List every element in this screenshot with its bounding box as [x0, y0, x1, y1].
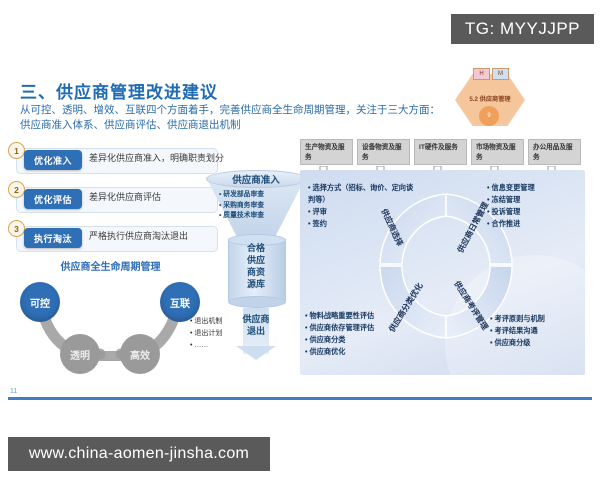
badge-label: 5.2 供应商管理 — [469, 96, 511, 103]
category-box: 办公用品及服务 — [528, 139, 581, 165]
funnel-exit-bullets: 退出机制 退出计划 …… — [190, 316, 222, 352]
item-tag: 执行淘汰 — [24, 228, 82, 248]
funnel-pool-label: 合格 供应 商资 源库 — [228, 242, 284, 291]
badge-tab-m: M — [492, 68, 509, 80]
lifecycle-title: 供应商全生命周期管理 — [60, 262, 161, 273]
category-box: 设备物资及服务 — [357, 139, 410, 165]
badge-dot: 9 — [479, 106, 499, 126]
page-subtitle: 从可控、透明、增效、互联四个方面着手，完善供应商全生命周期管理，关注于三大方面：… — [20, 104, 440, 132]
bullet: 供应商分类 — [305, 334, 430, 346]
bullet: 物料战略重要性评估 — [305, 310, 430, 322]
funnel-exit-arrow-head — [236, 346, 276, 360]
bullet: 供应商优化 — [305, 346, 430, 358]
bullet: 信息变更管理 — [487, 182, 587, 194]
panel-bullets-bottom-right: 考评原则与机制 考评结果沟通 供应商分级 — [490, 313, 590, 349]
item-description: 差异化供应商准入，明确职责划分 — [89, 153, 225, 163]
pool-line: 供应 — [246, 255, 265, 266]
pool-line: 源库 — [246, 279, 265, 290]
list-item: 2 优化评估 差异化供应商评估 — [6, 181, 218, 215]
footer-divider — [8, 397, 592, 400]
panel-bullets-top-left: 选择方式（招标、询价、定向谈判等） 评审 签约 — [308, 182, 420, 230]
funnel-cylinder — [228, 239, 286, 301]
bullet: 采购商务审查 — [219, 201, 264, 212]
bullet: 供应商依存管理评估 — [305, 322, 430, 334]
module-badge: H M 5.2 供应商管理 9 — [455, 68, 525, 130]
funnel-entry-label: 供应商准入 — [232, 175, 280, 186]
funnel-exit-label: 供应商 退出 — [238, 314, 274, 337]
pool-line: 商资 — [246, 267, 265, 278]
page-number: 11 — [10, 388, 18, 395]
lifecycle-node-controllable: 可控 — [20, 282, 60, 322]
watermark-bottom: www.china-aomen-jinsha.com — [8, 437, 270, 471]
bullet: 签约 — [308, 218, 420, 230]
exit-line: 退出 — [246, 325, 265, 336]
bullet: 供应商分级 — [490, 337, 590, 349]
funnel-cylinder-bottom — [228, 296, 286, 308]
funnel-cylinder-top — [228, 234, 286, 246]
bullet: 冻结管理 — [487, 194, 587, 206]
bullet: 研发部品审查 — [219, 190, 264, 201]
item-number: 2 — [8, 181, 25, 198]
lifecycle-node-transparent: 透明 — [60, 334, 100, 374]
bullet: 投诉管理 — [487, 206, 587, 218]
watermark-top: TG: MYYJJPP — [450, 14, 594, 44]
list-item: 1 优化准入 差异化供应商准入，明确职责划分 — [6, 142, 224, 176]
category-box: 生产物资及服务 — [300, 139, 353, 165]
lifecycle-diagram: 供应商全生命周期管理 可控 透明 高效 互联 — [8, 258, 213, 378]
lifecycle-node-efficient: 高效 — [120, 334, 160, 374]
supplier-funnel: 供应商准入 研发部品审查 采购商务审查 质量技术审查 合格 供应 商资 源库 供… — [194, 168, 316, 383]
item-number: 3 — [8, 220, 25, 237]
panel-bullets-top-right: 信息变更管理 冻结管理 投诉管理 合作推进 — [487, 182, 587, 230]
page-title: 三、供应商管理改进建议 — [20, 83, 218, 102]
bullet: 退出机制 — [190, 316, 222, 328]
bullet: 考评原则与机制 — [490, 313, 590, 325]
bullet: 考评结果沟通 — [490, 325, 590, 337]
item-tag: 优化准入 — [24, 150, 82, 170]
bullet: 质量技术审查 — [219, 211, 264, 222]
panel-bullets-bottom-left: 物料战略重要性评估 供应商依存管理评估 供应商分类 供应商优化 — [305, 310, 430, 358]
recommendation-list: 1 优化准入 差异化供应商准入，明确职责划分 2 优化评估 差异化供应商评估 3… — [6, 142, 224, 259]
bullet: …… — [190, 340, 222, 352]
item-number: 1 — [8, 142, 25, 159]
list-item: 3 执行淘汰 严格执行供应商淘汰退出 — [6, 220, 218, 254]
badge-tabs: H M — [473, 68, 509, 80]
bullet: 退出计划 — [190, 328, 222, 340]
bullet: 评审 — [308, 206, 420, 218]
item-description: 差异化供应商评估 — [89, 192, 162, 202]
item-tag: 优化评估 — [24, 189, 82, 209]
exit-line: 供应商 — [242, 314, 270, 324]
pool-line: 合格 — [246, 243, 265, 253]
category-box: IT硬件及服务 — [414, 139, 467, 165]
item-description: 严格执行供应商淘汰退出 — [89, 231, 189, 241]
bullet: 选择方式（招标、询价、定向谈判等） — [308, 182, 420, 206]
category-box: 市场物资及服务 — [471, 139, 524, 165]
badge-tab-h: H — [473, 68, 490, 80]
funnel-entry-bullets: 研发部品审查 采购商务审查 质量技术审查 — [219, 190, 264, 222]
bullet: 合作推进 — [487, 218, 587, 230]
category-row: 生产物资及服务 设备物资及服务 IT硬件及服务 市场物资及服务 办公用品及服务 — [300, 139, 585, 167]
